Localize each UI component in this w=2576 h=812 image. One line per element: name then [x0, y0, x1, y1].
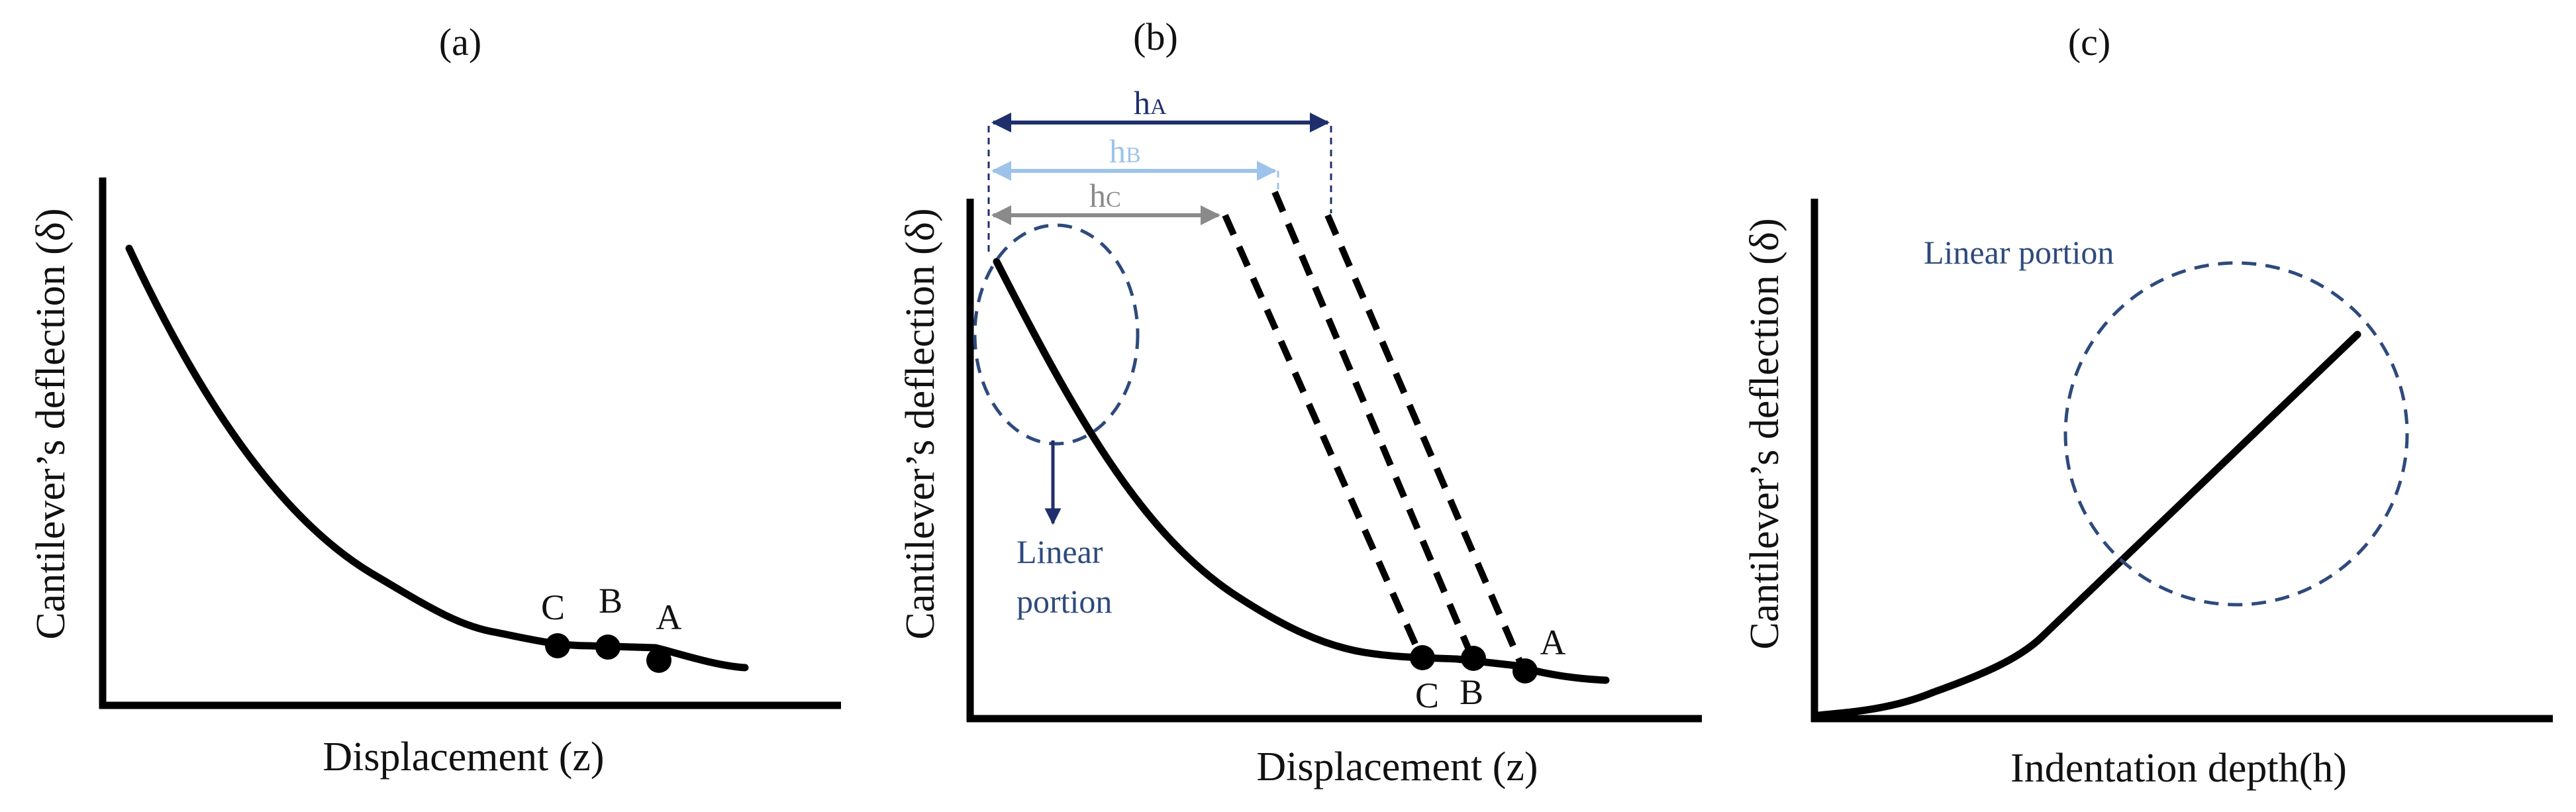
panel-c-curve: [1814, 330, 2361, 719]
panel-c-linear-label: Linear portion: [1924, 234, 2114, 271]
panel-a-x-axis-title: Displacement (z): [322, 735, 604, 780]
panel-c-x-axis-title: Indentation depth(h): [2010, 746, 2347, 791]
panel-b-linear-label-line2: portion: [1016, 583, 1112, 620]
panel-b-label-a: A: [1540, 623, 1566, 662]
panel-c: (c) Linear portion Indentation depth(h) …: [1742, 21, 2553, 791]
panel-a: (a) C B A Displacement (z) Cantilever’s …: [28, 21, 841, 780]
panel-b-label-c: C: [1415, 676, 1439, 715]
panel-b-hC-label: hC: [1089, 177, 1121, 214]
panel-c-linear-circle: [2063, 261, 2409, 607]
panel-b-point-b: [1461, 646, 1486, 671]
panel-a-y-axis-title: Cantilever’s deflection (δ): [28, 208, 74, 639]
panel-a-label-a: A: [656, 597, 682, 637]
panel-b-dashed-line-a: [1324, 214, 1526, 670]
panel-b-point-c: [1410, 645, 1435, 670]
panel-b-dashed-line-b: [1271, 191, 1475, 657]
panel-a-point-a: [646, 648, 671, 673]
panel-b-hA-label: hA: [1134, 84, 1167, 121]
panel-b-y-axis-title: Cantilever’s deflection (δ): [898, 208, 943, 639]
panel-c-y-axis-title: Cantilever’s deflection (δ): [1742, 218, 1787, 649]
panel-b-hB-label: hB: [1109, 132, 1141, 170]
panel-a-label-c: C: [541, 587, 565, 627]
panel-b-label: (b): [1133, 15, 1178, 58]
panel-a-curve: [125, 244, 749, 672]
panel-a-point-c: [545, 633, 570, 658]
panel-c-label: (c): [2068, 21, 2110, 64]
panel-b-label-b: B: [1460, 672, 1483, 712]
panel-b: (b) hA hB hC C B A Linear portion Displa…: [898, 15, 1702, 789]
panel-b-dashed-line-c: [1222, 213, 1424, 658]
panel-a-label-b: B: [599, 581, 622, 621]
panel-b-linear-label-line1: Linear: [1016, 533, 1103, 570]
panel-b-point-a: [1512, 658, 1538, 684]
panel-a-label: (a): [439, 21, 481, 64]
panel-b-x-axis-title: Displacement (z): [1256, 744, 1538, 789]
panel-b-linear-ellipse: [973, 223, 1140, 446]
panel-a-point-b: [595, 634, 620, 660]
